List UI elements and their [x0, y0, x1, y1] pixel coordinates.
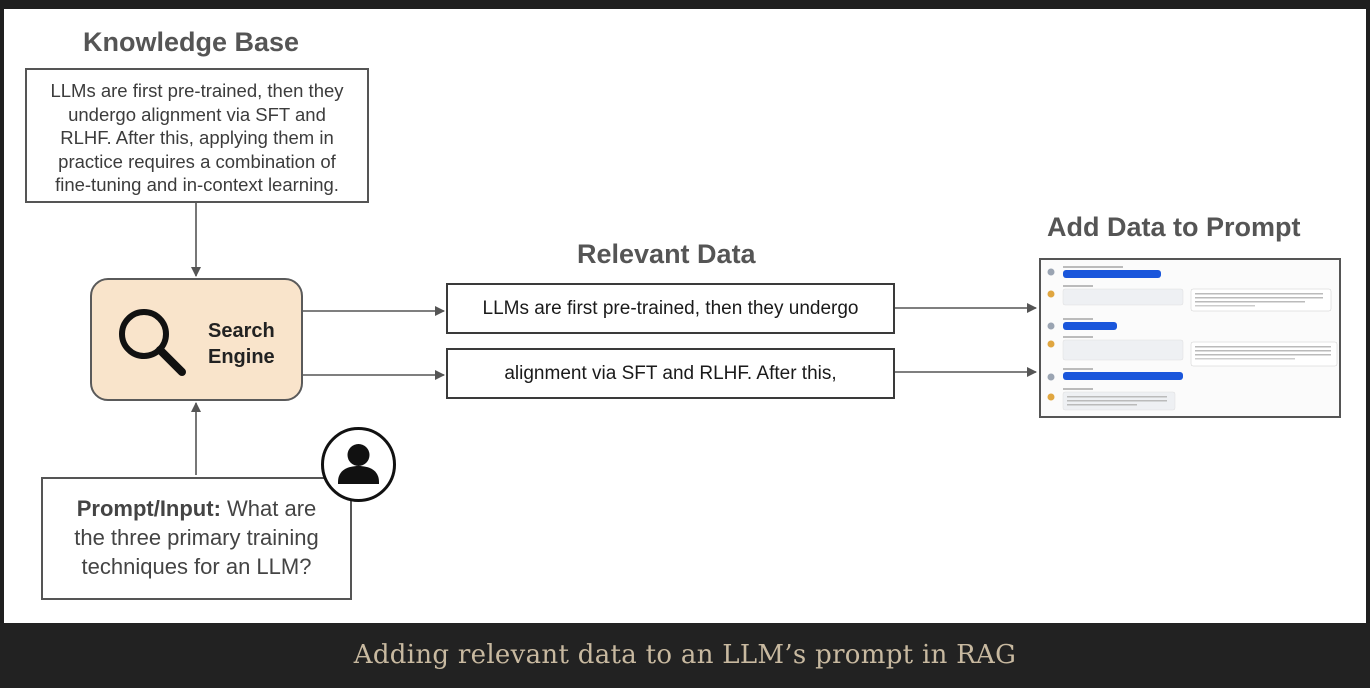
search-engine-label: Search Engine [208, 318, 275, 370]
kb-line: practice requires a combination of [58, 150, 336, 172]
prompt-input-box: Prompt/Input: What are the three primary… [41, 477, 352, 600]
relevant-chunk-2: alignment via SFT and RLHF. After this, [446, 348, 895, 399]
chat-screenshot [1047, 266, 1338, 411]
kb-line: LLMs are first pre-trained, then they [50, 80, 344, 101]
add-data-title: Add Data to Prompt [1047, 212, 1301, 242]
prompt-label: Prompt/Input: [76, 496, 221, 521]
relevant-chunk-1: LLMs are first pre-trained, then they un… [446, 283, 895, 334]
prompt-line-1: Prompt/Input: What are [43, 494, 350, 523]
kb-line: RLHF. After this, applying them in [60, 127, 334, 148]
search-engine-label-line2: Engine [208, 346, 275, 368]
search-engine-label-line1: Search [208, 320, 275, 342]
relevant-data-title: Relevant Data [577, 239, 756, 269]
chat-screenshot-thumbnail [1039, 258, 1341, 418]
search-engine-box: Search Engine [90, 278, 303, 401]
top-bar [0, 0, 1370, 9]
magnifier-icon [119, 309, 186, 376]
caption-bar: Adding relevant data to an LLM’s prompt … [0, 623, 1370, 688]
diagram-canvas: Knowledge Base LLMs are first pre-traine… [4, 9, 1366, 623]
prompt-line-3: techniques for an LLM? [81, 554, 312, 579]
knowledge-base-box: LLMs are first pre-trained, then they un… [25, 68, 369, 203]
prompt-text-1: What are [220, 496, 317, 521]
user-avatar-icon [321, 427, 396, 502]
knowledge-base-title: Knowledge Base [83, 27, 300, 57]
figure-caption: Adding relevant data to an LLM’s prompt … [353, 639, 1017, 670]
kb-line: undergo alignment via SFT and [68, 103, 326, 125]
kb-line: fine-tuning and in-context learning. [55, 174, 339, 195]
prompt-line-2: the three primary training [74, 525, 319, 550]
arrow-layer [191, 203, 1037, 475]
